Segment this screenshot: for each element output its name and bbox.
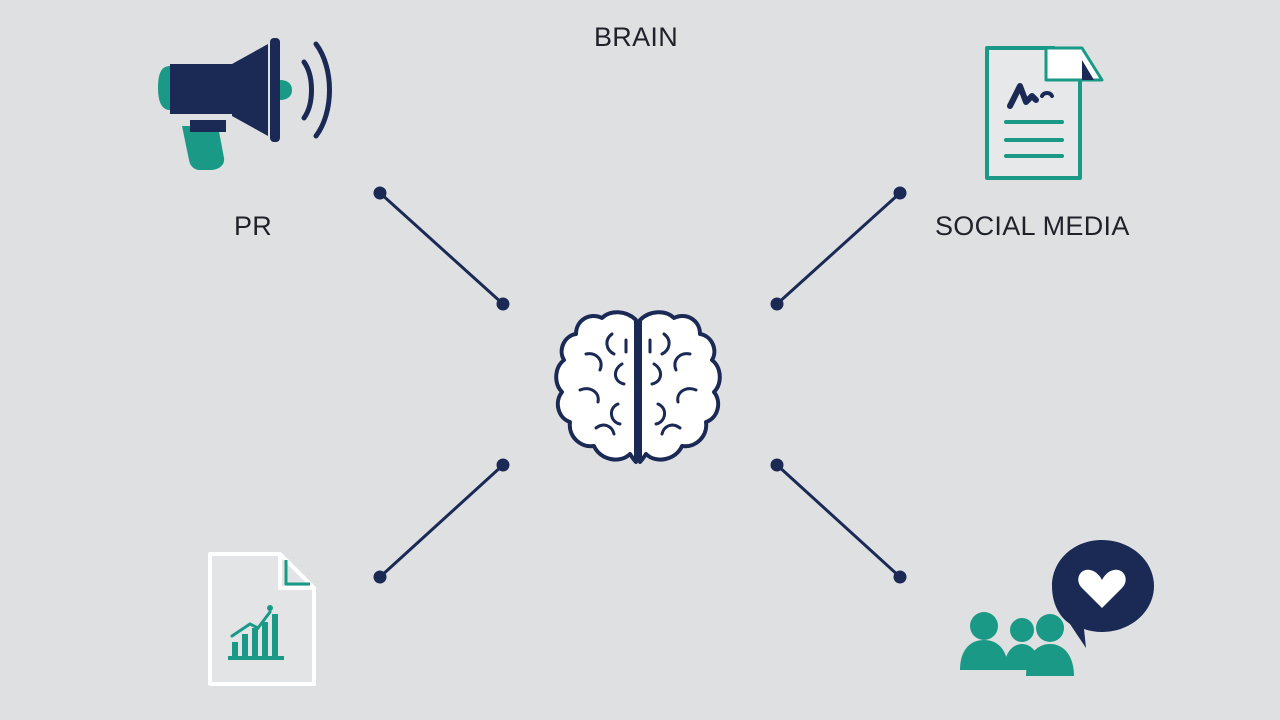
connector-bottom-right (770, 458, 907, 584)
connector-top-right (770, 186, 907, 311)
diagram-title: BRAIN (594, 22, 679, 52)
pr-label: PR (234, 211, 273, 241)
brain-icon (554, 310, 722, 464)
megaphone-icon (158, 38, 332, 170)
document-icon (985, 46, 1104, 180)
connector-top-left (373, 186, 510, 311)
community-heart-icon (960, 540, 1154, 676)
social-media-label: SOCIAL MEDIA (935, 211, 1130, 241)
connector-bottom-left (373, 458, 510, 584)
report-chart-icon (208, 552, 316, 686)
